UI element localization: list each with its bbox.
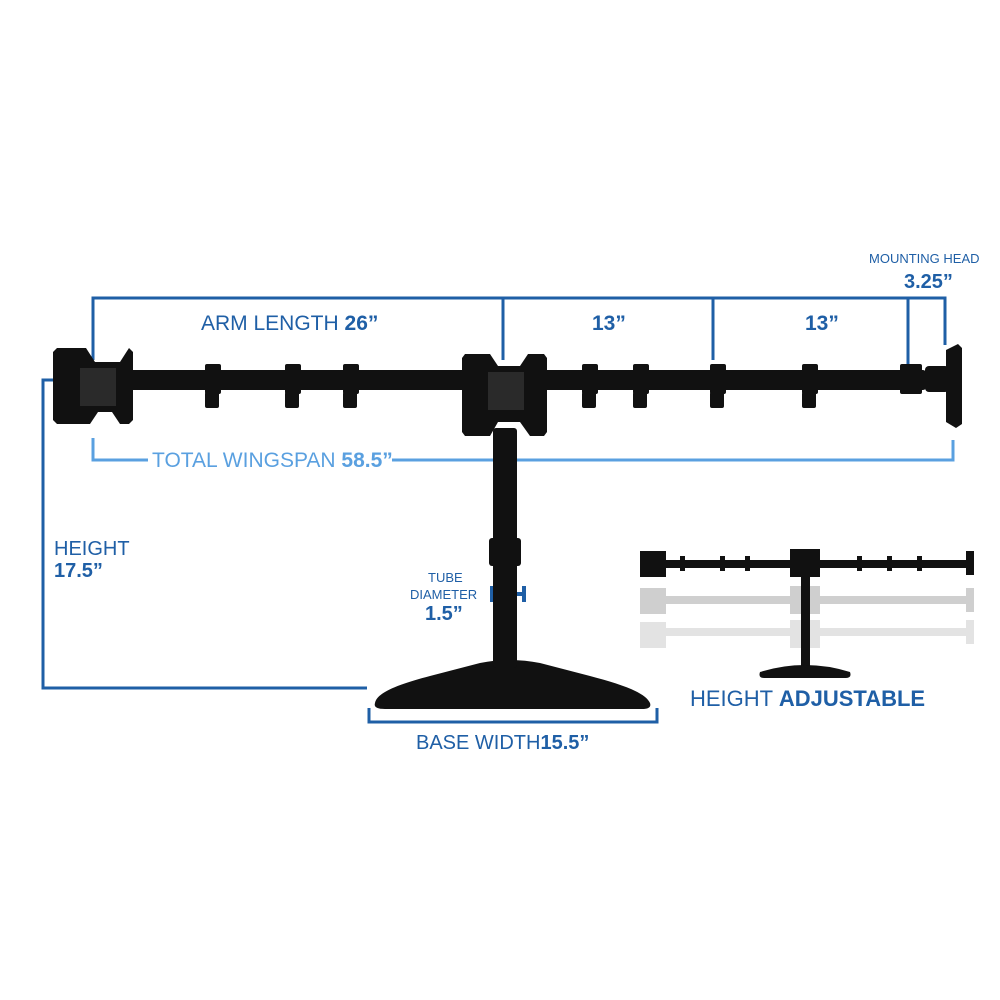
tube-label: TUBE [428,570,463,585]
stand-base [374,660,651,709]
arm-clips [205,364,922,408]
height-adjustable-illustration [640,549,974,678]
base-width-value: 15.5” [540,732,590,754]
height-label: HEIGHT [54,538,130,560]
mounting-head-bracket [908,296,947,345]
mounting-head-label: MOUNTING HEAD [869,251,980,266]
diameter-label: DIAMETER [410,587,478,602]
tube-diameter-value: 1.5” [425,603,463,625]
total-wingspan-bracket [91,438,955,462]
arm-length-text: ARM LENGTH [201,312,339,335]
height-adjustable-emphasis: ADJUSTABLE [778,686,926,711]
height-collar [489,538,521,566]
right-vesa-plate [946,344,962,428]
main-stand [53,344,962,709]
mini-stand [640,549,974,678]
base-width-bracket [367,708,659,724]
right-mounting-head [925,366,949,392]
arm-length-value: 26” [344,312,379,335]
arm-length-bracket [91,296,505,360]
arm-length-label: ARM LENGTH 26” [201,313,378,334]
segment-right-label: 13” [805,312,839,335]
total-wingspan-label: TOTAL WINGSPAN 58.5” [152,450,393,471]
height-adjustable-label: HEIGHT ADJUSTABLE [690,688,925,710]
height-adjustable-text: HEIGHT [690,686,773,711]
base-width-text: BASE WIDTH [416,732,541,754]
total-wingspan-text: TOTAL WINGSPAN [152,449,336,472]
height-value: 17.5” [54,560,103,582]
height-bracket [41,378,367,690]
mounting-head-value: 3.25” [904,271,953,293]
base-width-label: BASE WIDTH15.5” [416,733,589,753]
ghost-arm-mid [640,586,974,614]
segment-left-label: 13” [592,312,626,335]
total-wingspan-value: 58.5” [341,449,393,472]
